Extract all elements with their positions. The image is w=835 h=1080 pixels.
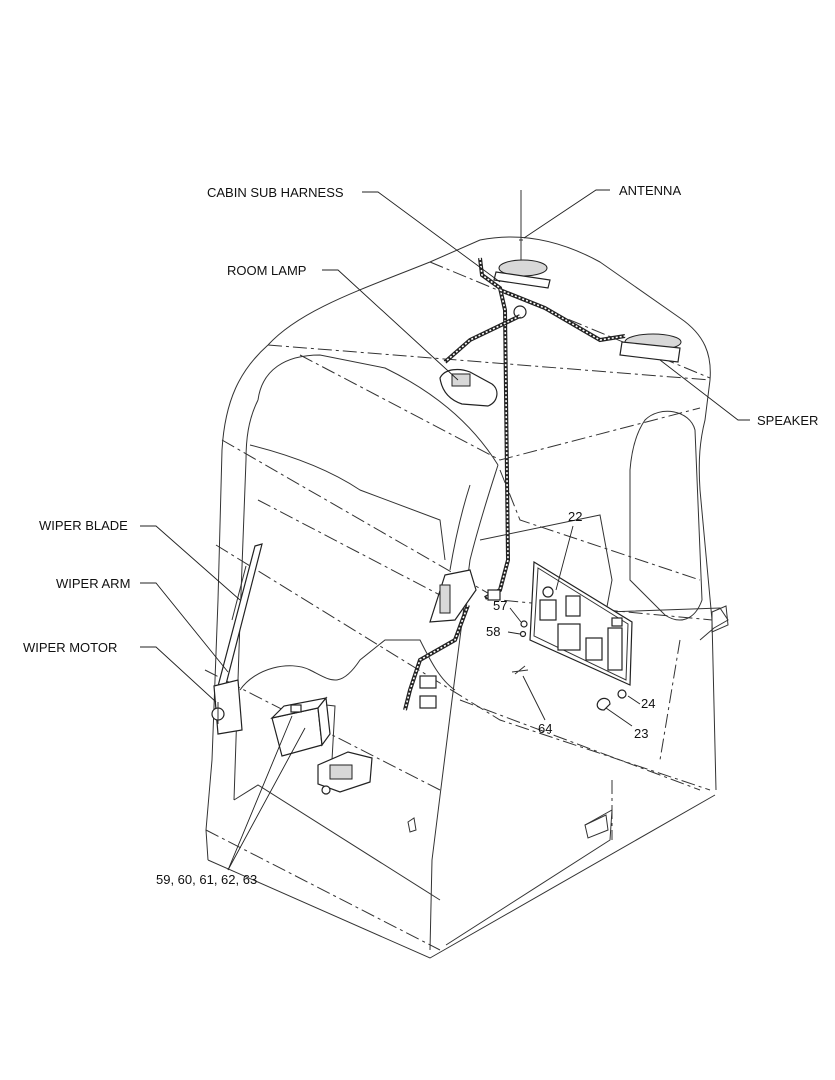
- bracket-assembly: [317, 751, 373, 795]
- front-dash: [239, 639, 456, 691]
- rear-deck: [479, 514, 729, 641]
- roof-edge: [267, 236, 711, 381]
- control-panel: [529, 560, 633, 686]
- right-rear-pillar: [698, 379, 717, 791]
- callout-labels: CABIN SUB HARNESS ANTENNA ROOM LAMP SPEA…: [23, 183, 818, 887]
- small-tab-2: [584, 814, 609, 839]
- label-ref-59-63: 59, 60, 61, 62, 63: [156, 872, 257, 887]
- front-dash-lower: [233, 784, 441, 901]
- label-antenna: ANTENNA: [619, 183, 681, 198]
- wiper-assembly: [211, 543, 263, 735]
- label-ref-58: 58: [486, 624, 500, 639]
- left-front-pillar: [205, 344, 269, 861]
- label-ref-64: 64: [538, 721, 552, 736]
- hardware: [511, 620, 627, 711]
- washer-tank: [270, 696, 336, 771]
- leader-lines: [140, 189, 750, 871]
- label-wiper-motor: WIPER MOTOR: [23, 640, 117, 655]
- label-speaker: SPEAKER: [757, 413, 818, 428]
- front-center-pillar: [429, 464, 499, 951]
- connector-block: [419, 569, 501, 709]
- right-rear-window: [629, 410, 703, 621]
- small-tab: [407, 817, 417, 833]
- cabin-base-inner: [445, 809, 613, 946]
- room-lamp: [439, 368, 498, 407]
- roof-inner-edge: [257, 354, 499, 466]
- left-window-inner: [249, 444, 446, 561]
- label-ref-22: 22: [568, 509, 582, 524]
- right-bracket: [711, 605, 729, 633]
- cabin-frame: [205, 236, 729, 959]
- speaker: [619, 333, 682, 363]
- label-room-lamp: ROOM LAMP: [227, 263, 306, 278]
- label-ref-23: 23: [634, 726, 648, 741]
- label-wiper-blade: WIPER BLADE: [39, 518, 128, 533]
- cabin-base: [207, 794, 716, 959]
- left-front-pillar-inner: [233, 399, 259, 801]
- label-wiper-arm: WIPER ARM: [56, 576, 130, 591]
- label-cabin-sub-harness: CABIN SUB HARNESS: [207, 185, 344, 200]
- antenna: [493, 190, 551, 319]
- front-center-pillar-inner: [449, 484, 471, 571]
- label-ref-57: 57: [493, 598, 507, 613]
- label-ref-24: 24: [641, 696, 655, 711]
